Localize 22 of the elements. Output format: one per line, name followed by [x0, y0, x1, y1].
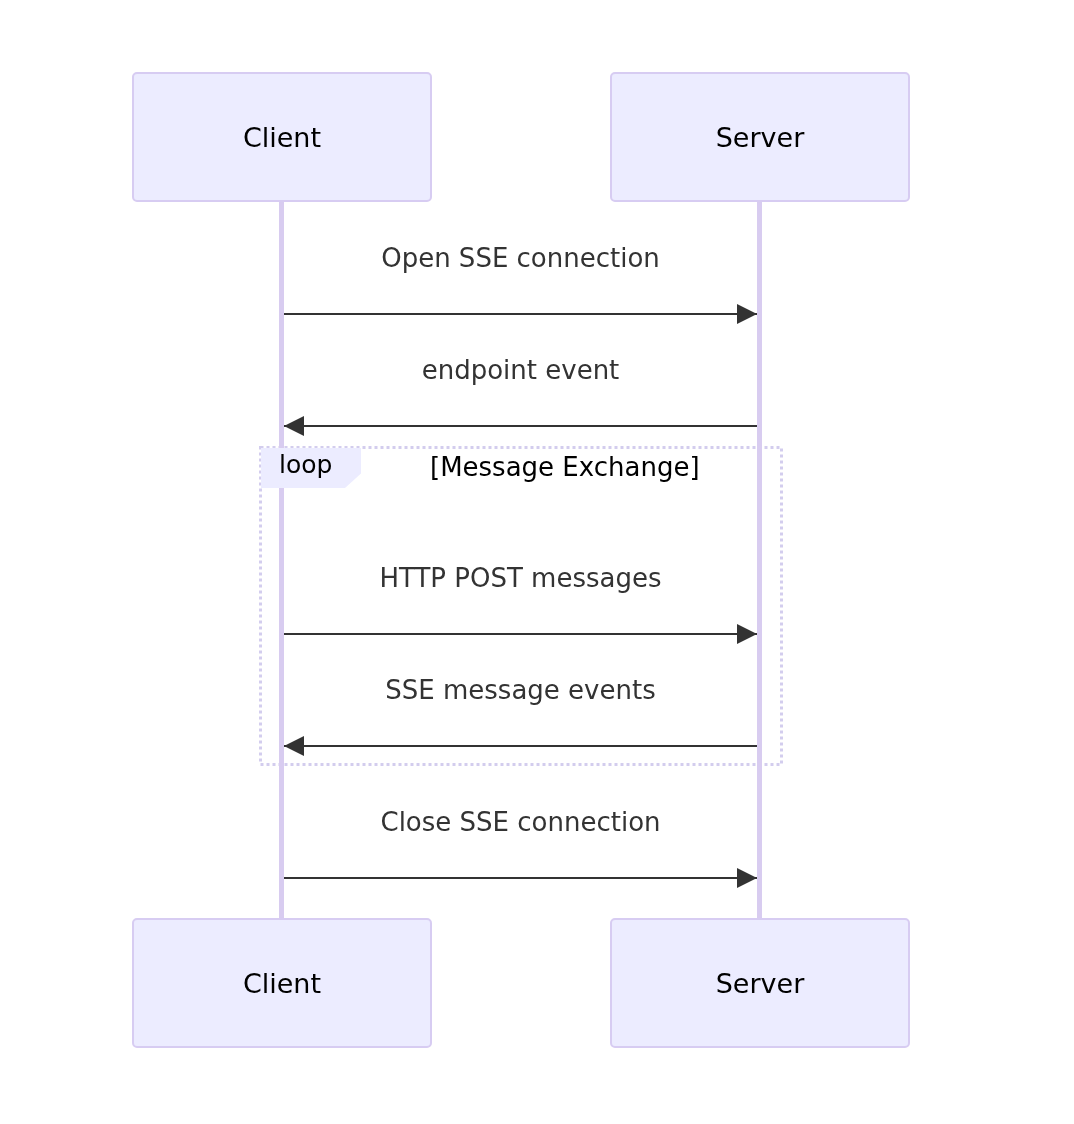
participant-box	[610, 918, 910, 1048]
participant-name: Server	[715, 121, 805, 153]
participant-box	[610, 72, 910, 202]
participant-name: Client	[242, 121, 322, 153]
loop-tab	[261, 448, 361, 488]
participant-name: Server	[715, 967, 805, 999]
loop-keyword: loop	[279, 450, 333, 479]
message-label: Close SSE connection	[380, 807, 661, 837]
message-arrow	[283, 736, 758, 756]
message-label: Open SSE connection	[381, 243, 660, 273]
participant-name: Client	[242, 967, 322, 999]
message-arrow	[283, 624, 758, 644]
message-label: HTTP POST messages	[379, 563, 662, 593]
lifeline	[757, 202, 762, 918]
message-arrow	[283, 868, 758, 888]
message-arrow	[283, 304, 758, 324]
loop-condition: [Message Exchange]	[430, 452, 700, 482]
message-label: endpoint event	[421, 355, 620, 385]
participant-box	[132, 918, 432, 1048]
message-label: SSE message events	[385, 675, 656, 705]
participant-box	[132, 72, 432, 202]
message-arrow	[283, 416, 758, 436]
